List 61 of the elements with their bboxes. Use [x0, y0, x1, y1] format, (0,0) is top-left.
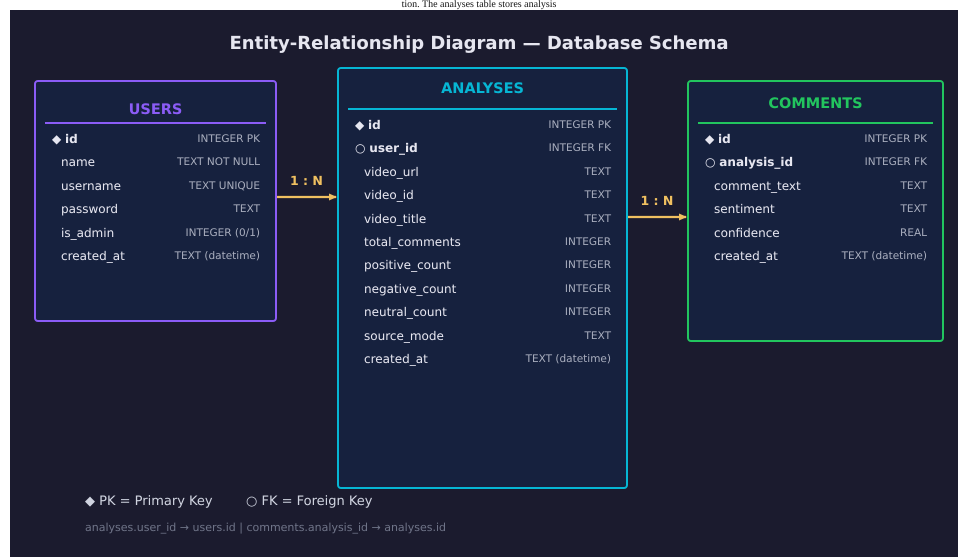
field-name: comment_text: [714, 178, 801, 193]
field-name: name: [61, 155, 96, 170]
field-type: INTEGER: [564, 259, 611, 272]
legend-entry: ○ FK = Foreign Key: [246, 494, 372, 509]
field-type: INTEGER PK: [197, 133, 260, 145]
field-type: INTEGER PK: [548, 119, 611, 131]
field-name: positive_count: [364, 258, 451, 272]
edge-label: 1 : N: [638, 193, 676, 208]
field-type: TEXT: [900, 203, 927, 216]
legend-entry: ◆ PK = Primary Key: [85, 494, 213, 509]
field-type: TEXT: [584, 166, 611, 178]
field-type: INTEGER PK: [864, 133, 927, 145]
field-name: video_title: [364, 212, 426, 226]
field-type: INTEGER: [564, 236, 611, 248]
field-type: TEXT: [584, 189, 611, 202]
field-type: TEXT: [584, 330, 611, 342]
relationship-arrow: [628, 214, 687, 220]
table-name: ANALYSES: [440, 81, 525, 97]
field-name: video_id: [364, 188, 414, 202]
field-name: negative_count: [364, 282, 456, 296]
relationship-note: analyses.user_id → users.id | comments.analysis_id → analyses.id: [85, 521, 446, 534]
table-box: [687, 80, 944, 342]
field-type: TEXT: [900, 180, 927, 192]
field-type: TEXT UNIQUE: [188, 180, 260, 192]
field-type: INTEGER: [564, 306, 611, 318]
table-name: USERS: [128, 102, 184, 118]
field-name: created_at: [61, 249, 125, 263]
field-type: TEXT (datetime): [526, 353, 611, 365]
cropped-text-line: tion. The analyses table stores analysis: [400, 0, 558, 10]
diagram-title: Entity-Relationship Diagram — Database Schema: [228, 33, 730, 54]
field-type: TEXT NOT NULL: [177, 156, 260, 168]
field-name: created_at: [714, 249, 778, 263]
field-type: TEXT: [234, 203, 260, 216]
field-type: TEXT: [584, 212, 611, 225]
field-name: neutral_count: [364, 305, 447, 320]
field-type: TEXT (datetime): [842, 250, 927, 262]
field-type: TEXT (datetime): [174, 250, 260, 262]
relationship-arrow: [277, 194, 337, 200]
field-type: INTEGER FK: [864, 156, 927, 168]
field-name: is_admin: [61, 226, 114, 240]
table-box: [34, 80, 277, 322]
field-type: INTEGER (0/1): [186, 226, 260, 239]
field-name: ○ analysis_id: [705, 155, 794, 170]
field-name: source_mode: [364, 328, 444, 343]
field-type: REAL: [900, 226, 927, 239]
field-name: password: [61, 202, 118, 216]
field-type: INTEGER FK: [548, 142, 611, 154]
field-name: username: [61, 178, 121, 193]
table-name: COMMENTS: [767, 96, 864, 112]
field-name: ◆ id: [355, 118, 381, 132]
field-name: confidence: [714, 226, 780, 240]
field-name: sentiment: [714, 202, 775, 216]
field-type: INTEGER: [564, 282, 611, 295]
table-box: [337, 67, 628, 489]
field-name: ◆ id: [52, 132, 78, 146]
field-name: total_comments: [364, 235, 461, 249]
field-name: ◆ id: [705, 132, 731, 146]
field-name: video_url: [364, 164, 419, 179]
edge-label: 1 : N: [288, 173, 325, 188]
field-name: created_at: [364, 352, 428, 366]
field-name: ○ user_id: [355, 141, 418, 156]
